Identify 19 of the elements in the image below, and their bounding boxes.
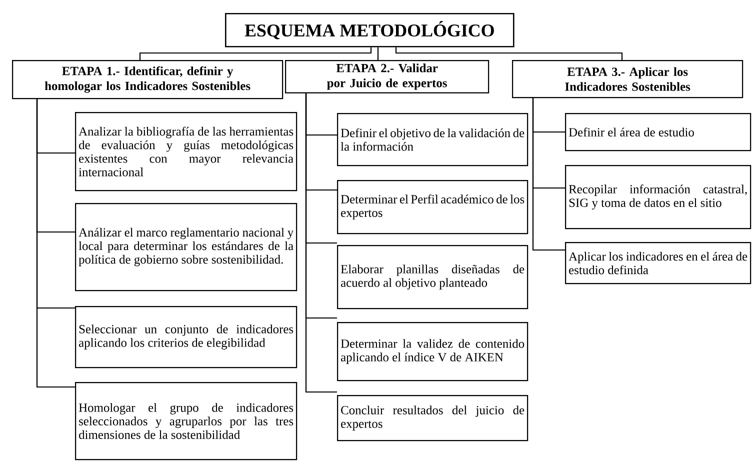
step-box: Elaborar planillas diseñadas de acuerdo al objetivo planteado bbox=[337, 245, 528, 310]
step-box: Homologar el grupo de indicadores seleccionados y agruparlos por las tres dimensiones de la sostenibilidad bbox=[75, 382, 298, 460]
step-box: Aplicar los indicadores en el área de estudio definida bbox=[565, 242, 752, 284]
connector-line bbox=[36, 99, 75, 388]
step-box: Determinar el Perfil académico de los expertos bbox=[337, 180, 528, 234]
step-box: Análizar el marco reglamentario nacional y local para determinar los estándares de la política de gobierno sobre sostenibilidad. bbox=[75, 203, 298, 292]
step-box: Seleccionar un conjunto de indicadores aplicando los criterios de elegibilidad bbox=[75, 306, 298, 368]
title-box: ESQUEMA METODOLÓGICO bbox=[225, 13, 514, 48]
step-box: Recopilar información catastral, SIG y toma de datos en el sitio bbox=[565, 165, 752, 230]
step-box: Analizar la bibliografía de las herramientas de evaluación y guías metodológicas existentes con mayor relevancia internacional bbox=[75, 112, 298, 192]
connector-line bbox=[532, 98, 565, 251]
stage-box: ETAPA 2.- Validar por Juicio de expertos bbox=[285, 60, 490, 94]
step-box: Definir el área de estudio bbox=[565, 113, 752, 152]
connector-line bbox=[305, 93, 337, 393]
stage-box: ETAPA 1.- Identificar, definir y homologar los Indicadores Sostenibles bbox=[12, 60, 284, 100]
step-box: Determinar la validez de contenido aplicando el índice V de AIKEN bbox=[337, 322, 528, 382]
step-box: Definir el objetivo de la validación de la información bbox=[337, 113, 528, 166]
step-box: Concluir resultados del juicio de expertos bbox=[337, 395, 528, 442]
stage-box: ETAPA 3.- Aplicar los Indicadores Sostenibles bbox=[512, 60, 744, 98]
